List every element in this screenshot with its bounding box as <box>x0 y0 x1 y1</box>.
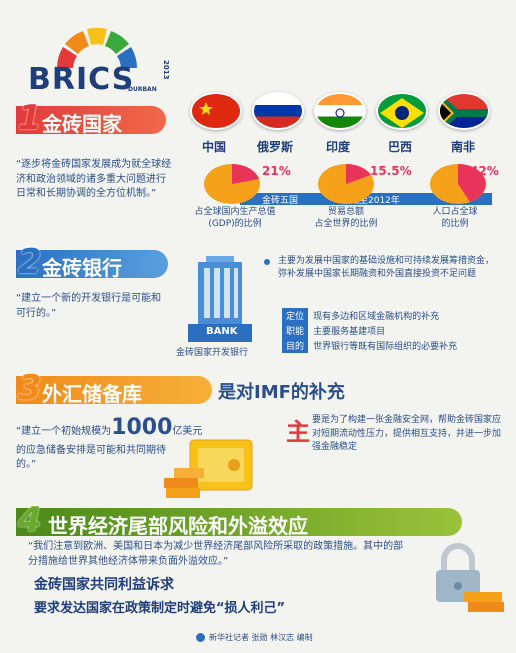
section3-subtitle: 是对IMF的补充 <box>218 382 345 403</box>
population-pct: 42% <box>470 164 499 178</box>
china-flag-icon <box>190 92 242 130</box>
population-pie <box>430 164 486 204</box>
gdp-pie <box>204 164 260 204</box>
section3-title: 外汇储备库 <box>42 382 142 406</box>
section2-main: 主要为发展中国家的基础设施和可持续发展筹措资金，弥补发展中国家长期融资和外国直接… <box>278 256 495 280</box>
section1-title: 金砖国家 <box>42 112 122 136</box>
section4-header <box>16 508 462 536</box>
row-purpose: 目的 世界银行等既有国际组织的必要补充 <box>282 334 457 353</box>
trade-caption: 贸易总额 占全世界的比例 <box>314 207 378 229</box>
russia-flag-icon <box>252 92 304 130</box>
section4-title: 世界经济尾部风险和外溢效应 <box>48 514 308 538</box>
section3-quote: “建立一个初始规模为1000亿美元 的应急储备安排是可能和共同期待的。” <box>16 412 246 473</box>
south-africa-flag-icon <box>438 92 490 130</box>
quote-part-a: “建立一个初始规模为 <box>16 426 112 437</box>
band-left-label: 金砖五国 <box>262 196 299 206</box>
row-function-text: 主要服务基建项目 <box>313 327 386 337</box>
stats-band <box>240 193 492 205</box>
footer-credit: 新华社记者 张勋 林汉志 编制 <box>209 633 313 642</box>
country-brazil: 巴西 <box>388 140 413 154</box>
section2-title: 金砖银行 <box>42 256 122 280</box>
tag-purpose: 目的 <box>282 338 309 353</box>
quote-part-b: 的应急储备安排是可能和共同期待的。” <box>16 444 166 471</box>
trade-pct: 15.5% <box>370 164 412 178</box>
row-positioning: 定位 现有多边和区域金融机构的补充 <box>282 304 439 323</box>
section2-number: 2 <box>18 242 42 282</box>
tag-function: 职能 <box>282 323 309 338</box>
section1-number: 1 <box>18 98 42 138</box>
big-char: 主 <box>286 418 310 446</box>
trade-pie <box>318 164 374 204</box>
row-purpose-text: 世界银行等既有国际组织的必要补充 <box>313 342 458 352</box>
building-caption: 金砖国家开发银行 <box>176 348 249 358</box>
section3-number: 3 <box>18 368 42 408</box>
tag-positioning: 定位 <box>282 308 309 323</box>
country-south-africa: 南非 <box>451 140 476 154</box>
section3-header <box>16 376 212 404</box>
section2-quote: “建立一个新的开发银行是可能和可行的。” <box>16 293 162 319</box>
section4-line2: 要求发达国家在政策制定时避免“损人利己” <box>34 601 286 616</box>
population-caption: 人口占全球 的比例 <box>432 207 478 229</box>
india-flag-icon <box>314 92 366 130</box>
country-china: 中国 <box>202 140 227 154</box>
row-function: 职能 主要服务基建项目 <box>282 319 385 338</box>
section1-header <box>16 106 166 134</box>
section4-number: 4 <box>18 500 42 540</box>
section1-quote: “逐步将金砖国家发展成为就全球经济和政治领域的诸多重大问题进行日常和长期协调的全… <box>16 159 172 199</box>
reserve-unit: 亿美元 <box>172 426 203 437</box>
section4-line1: 金砖国家共同利益诉求 <box>34 577 174 593</box>
padlock-icon <box>436 543 504 612</box>
reserve-amount: 1000 <box>111 415 173 440</box>
bullet-dot <box>264 259 270 265</box>
section3-body: 要是为了构建一张金融安全网，帮助金砖国家应对短期流动性压力，提供相互支持，并进一… <box>312 415 502 452</box>
logo-word: BRICS <box>28 62 135 97</box>
section4-quote: “我们注意到欧洲、美国和日本为减少世界经济尾部风险所采取的政策措施。其中的部分措… <box>28 541 404 567</box>
section2-header <box>16 250 168 278</box>
band-right-label: 截至2012年 <box>350 196 400 206</box>
bank-label: BANK <box>206 326 238 337</box>
brazil-flag-icon <box>376 92 428 130</box>
brics-logo-icon <box>57 27 137 68</box>
country-russia: 俄罗斯 <box>257 140 294 154</box>
gdp-pct: 21% <box>262 164 291 178</box>
logo-year: 2013 <box>162 60 170 80</box>
safe-icon <box>164 439 253 498</box>
country-india: 印度 <box>326 140 351 154</box>
row-positioning-text: 现有多边和区域金融机构的补充 <box>313 312 440 322</box>
xinhua-logo-icon <box>196 633 205 642</box>
gdp-caption: 占全球国内生产总值 (GDP)的比例 <box>194 207 276 229</box>
logo-sub: DURBAN <box>128 86 157 93</box>
bank-building-icon <box>188 256 252 342</box>
